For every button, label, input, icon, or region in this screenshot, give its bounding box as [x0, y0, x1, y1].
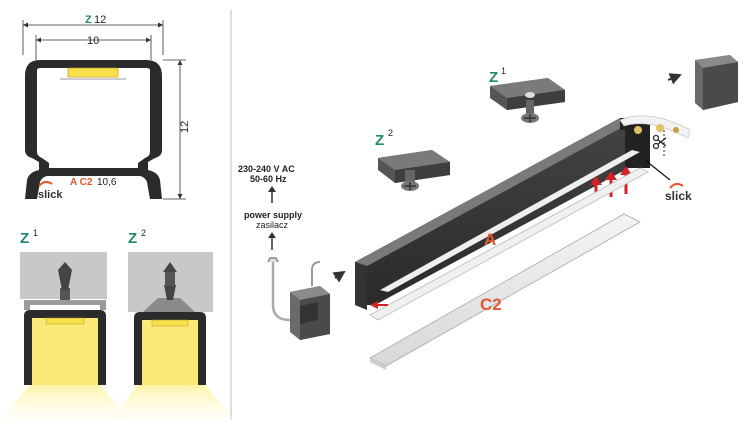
- assembly-clip-z2: Z 2: [375, 128, 450, 191]
- variant-z2-index: 2: [141, 228, 146, 238]
- profile-cross-section: Z 12 10 12 A C2 10,6 slick: [22, 14, 191, 201]
- slick-brand-label-right: slick: [665, 189, 692, 203]
- power-supply-label-pl: zasilacz: [256, 220, 289, 230]
- slick-logo-arc-right: [669, 182, 684, 189]
- end-cap-top: [667, 55, 738, 110]
- assembly-z1-index: 1: [501, 66, 506, 76]
- dim-bottom-value: 10,6: [97, 177, 117, 188]
- variant-z1-letter: Z: [20, 230, 29, 247]
- assembly-clip-z1: Z 1: [489, 66, 565, 123]
- variant-z2-letter: Z: [128, 230, 137, 247]
- dim-bottom-letters: A C2: [70, 177, 93, 188]
- dim-z-value: 12: [94, 14, 106, 26]
- assembly-z2-letter: Z: [375, 132, 384, 149]
- variant-z2-light: [110, 385, 235, 420]
- dim-inner-width: 10: [87, 35, 99, 47]
- power-frequency: 50-60 Hz: [250, 174, 287, 184]
- variant-z1: Z 1: [0, 228, 130, 420]
- dim-z-letter: Z: [85, 14, 92, 26]
- variant-z1-index: 1: [33, 228, 38, 238]
- label-a: A: [484, 230, 496, 249]
- slick-logo-arc: [38, 180, 53, 187]
- end-cap-bottom: [267, 257, 346, 340]
- slick-brand-label: slick: [38, 189, 63, 201]
- dim-height: 12: [179, 121, 191, 133]
- label-c2: C2: [480, 295, 502, 314]
- variant-z2: Z 2: [110, 228, 235, 420]
- led-strip: [67, 67, 119, 78]
- profile-u-shape: [25, 60, 162, 199]
- diffuser-c2: [369, 213, 641, 370]
- variant-z1-light: [0, 385, 130, 420]
- power-supply-block: 230-240 V AC 50-60 Hz power supply zasil…: [238, 164, 302, 250]
- power-voltage: 230-240 V AC: [238, 164, 295, 174]
- profile-a: [355, 115, 691, 310]
- assembly-z1-letter: Z: [489, 69, 498, 86]
- diffuser-strip-lower: [369, 167, 649, 321]
- assembly-z2-index: 2: [388, 128, 393, 138]
- power-supply-label: power supply: [244, 210, 302, 220]
- scissor-icon: [652, 130, 667, 158]
